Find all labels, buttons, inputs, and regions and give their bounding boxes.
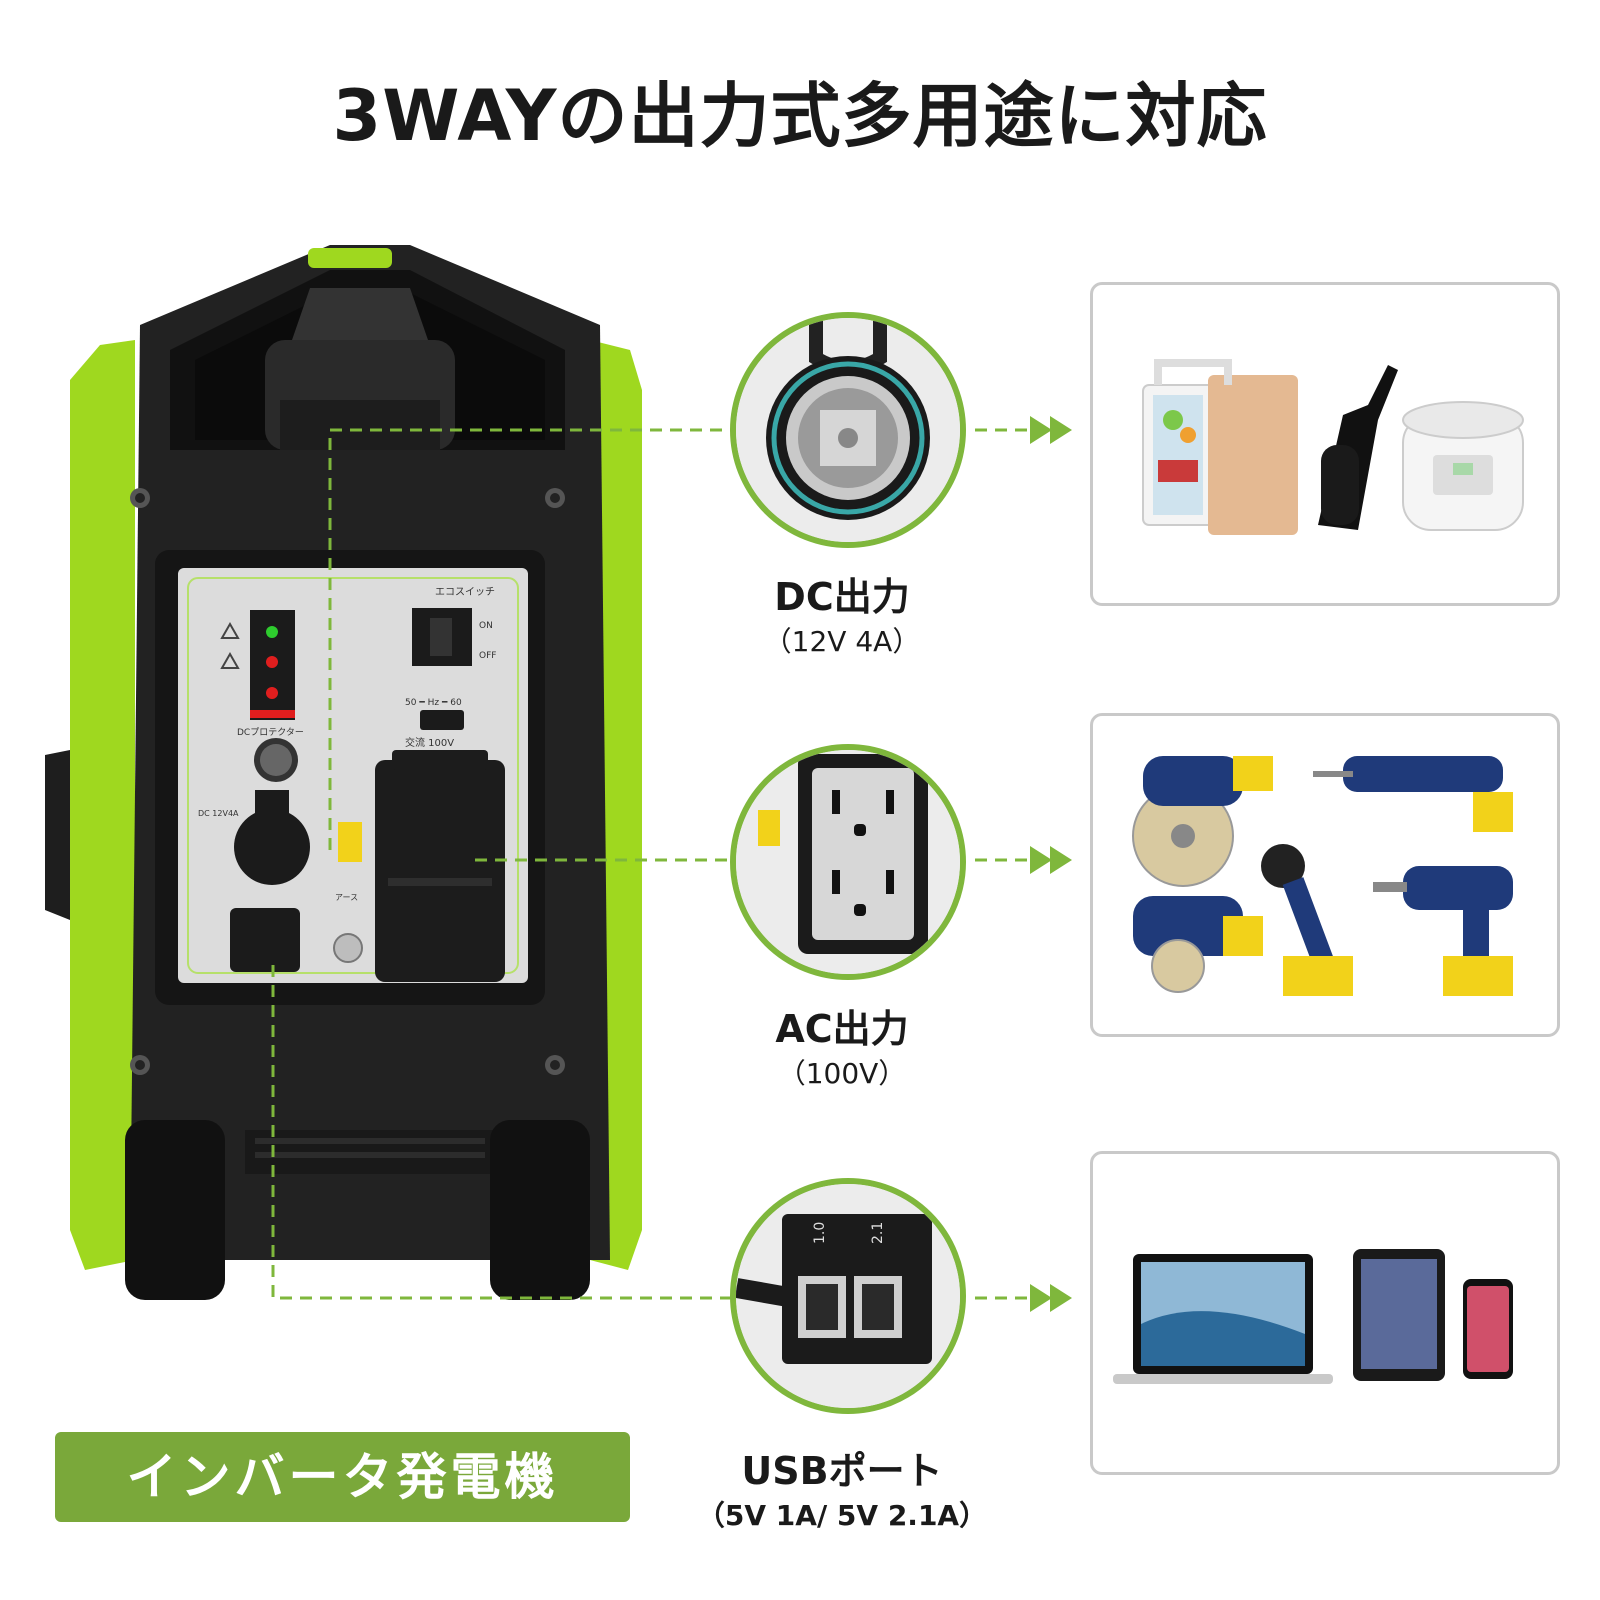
usb-output-title: USBポート — [741, 1449, 943, 1493]
ac-outlet-closeup — [730, 744, 966, 980]
on-label: ON — [479, 621, 493, 631]
arrow-icon-dc — [1030, 416, 1072, 444]
dc-socket-closeup — [730, 312, 966, 548]
smartphone-icon — [1463, 1279, 1513, 1379]
usb-output-spec: （5V 1A/ 5V 2.1A） — [696, 1499, 988, 1532]
ac100-label: 交流 100V — [405, 736, 454, 749]
handheld-vacuum-icon — [1318, 365, 1398, 530]
product-badge: インバータ発電機 — [55, 1432, 630, 1522]
dc-output-spec: （12V 4A） — [763, 625, 921, 658]
arrow-icon-usb — [1030, 1284, 1072, 1312]
ac-devices-box — [1090, 713, 1560, 1037]
dc-protector-label: DCプロテクター — [237, 727, 304, 738]
arrow-icon-ac — [1030, 846, 1072, 874]
ac-output-spec: （100V） — [777, 1057, 907, 1090]
usb-port-closeup: 1.0 2.1 — [730, 1178, 966, 1414]
reciprocating-saw-icon — [1313, 756, 1513, 832]
eco-switch-label: エコスイッチ — [435, 586, 495, 598]
off-label: OFF — [479, 651, 496, 661]
usb-devices-box — [1090, 1151, 1560, 1475]
earth-label: アース — [335, 893, 358, 902]
jigsaw-icon — [1133, 896, 1263, 993]
dc12v4a-label: DC 12V4A — [198, 809, 239, 818]
cordless-drill-icon — [1373, 866, 1513, 996]
page-title: 3WAYの出力式多用途に対応 — [332, 75, 1268, 157]
generator-illustration: エコスイッチ ON OFF DCプロテクター 50 ━ Hz ━ 60 交流 1… — [45, 245, 642, 1300]
rice-cooker-icon — [1402, 401, 1524, 531]
work-light-icon — [1261, 844, 1353, 996]
hz-label: 50 ━ Hz ━ 60 — [405, 698, 462, 708]
usb-label-2: 2.1 — [870, 1222, 886, 1244]
dc-devices-box — [1090, 282, 1560, 606]
mini-fridge-icon — [1142, 359, 1298, 535]
ac-output-title: AC出力 — [775, 1007, 909, 1051]
laptop-icon — [1113, 1254, 1333, 1384]
circular-saw-icon — [1132, 756, 1273, 887]
tablet-icon — [1353, 1249, 1445, 1381]
usb-label-1: 1.0 — [812, 1222, 828, 1244]
dc-output-title: DC出力 — [774, 575, 910, 619]
